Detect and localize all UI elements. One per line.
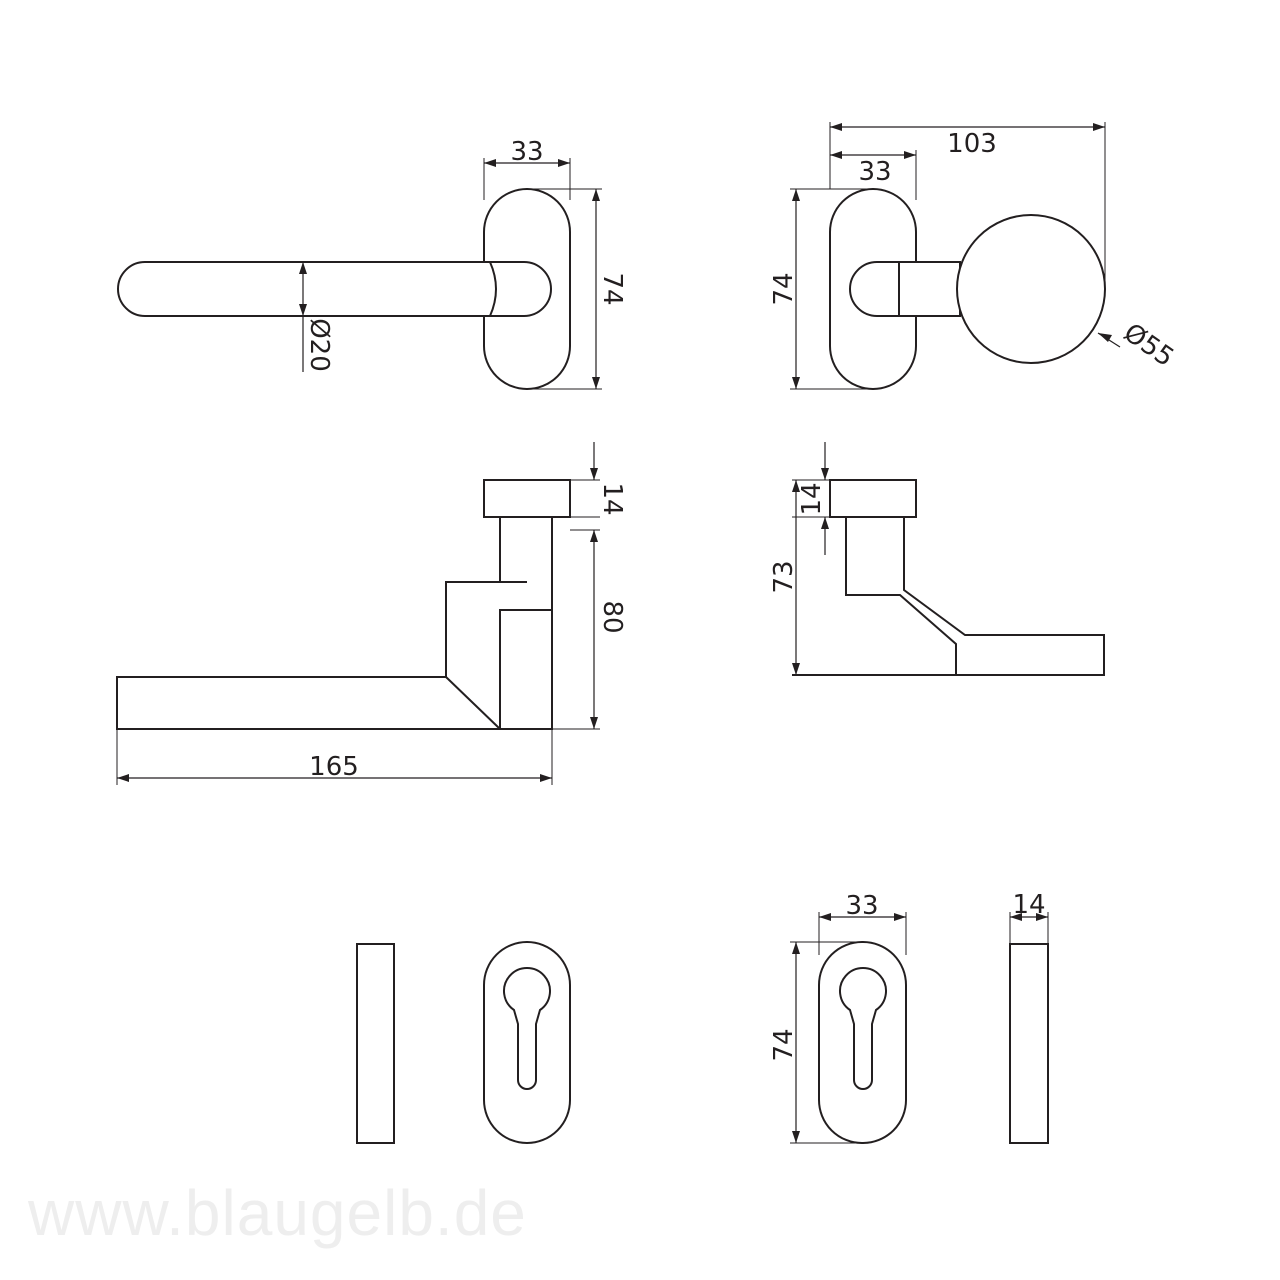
knob-rose-width-label: 33 xyxy=(858,157,891,187)
knob-side-rose-thickness-dimension: 14 xyxy=(792,442,830,555)
escutcheon-view-right: 33 74 14 xyxy=(769,890,1049,1144)
lever-side-view: 14 80 165 xyxy=(116,442,627,785)
escutcheon-width-label: 33 xyxy=(845,891,878,921)
lever-handle-tip-curve xyxy=(489,261,497,317)
knob-front-view: 103 33 74 Ø55 xyxy=(769,122,1179,390)
lever-rose-height-label: 74 xyxy=(597,272,627,305)
watermark: www.blaugelb.de xyxy=(27,1177,527,1249)
knob-side-rose-thickness-label: 14 xyxy=(797,482,827,515)
lever-side-rose xyxy=(483,479,571,518)
lever-handle-outline xyxy=(117,261,552,317)
escutcheon-height-label: 74 xyxy=(769,1028,799,1061)
lever-side-length-label: 165 xyxy=(309,752,359,782)
knob-side-stem xyxy=(792,517,1105,676)
knob-side-view: 14 73 xyxy=(769,442,1105,676)
lever-diameter-label: Ø20 xyxy=(304,318,334,372)
knob-rose-width-dimension: 33 xyxy=(830,150,917,200)
escutcheon-thickness-dimension: 14 xyxy=(1009,890,1049,944)
lever-front-view: 33 74 Ø20 xyxy=(117,137,627,390)
lever-side-neck xyxy=(116,517,553,730)
escutcheon-thickness-label: 14 xyxy=(1012,890,1045,920)
escutcheon-width-dimension: 33 xyxy=(818,891,907,955)
lever-side-height-label: 80 xyxy=(597,600,627,633)
knob-side-height-label: 73 xyxy=(769,560,799,593)
escutcheon-height-dimension: 74 xyxy=(769,941,862,1144)
lever-rose-width-dimension: 33 xyxy=(483,137,571,200)
knob-side-body xyxy=(845,517,957,675)
knob-neck-outline xyxy=(849,261,961,317)
lever-side-rose-thickness-label: 14 xyxy=(597,482,627,515)
lever-diameter-dimension: Ø20 xyxy=(299,262,334,372)
knob-total-width-label: 103 xyxy=(947,129,997,159)
cylinder-keyhole xyxy=(503,967,551,1090)
knob-side-rose xyxy=(829,479,917,518)
cylinder-keyhole-dimensioned xyxy=(839,967,887,1090)
knob-diameter-label: Ø55 xyxy=(1118,318,1179,373)
knob-rose-height-dimension: 74 xyxy=(769,188,873,390)
lever-side-rose-thickness-dimension: 14 xyxy=(570,442,627,518)
escutcheon-side-profile xyxy=(356,943,395,1144)
knob-circle xyxy=(956,214,1106,364)
escutcheon-side-profile-dimensioned xyxy=(1009,943,1049,1144)
lever-rose-height-dimension: 74 xyxy=(527,188,627,390)
knob-diameter-dimension: Ø55 xyxy=(1097,318,1179,373)
lever-side-height-dimension: 80 xyxy=(552,529,627,730)
knob-rose-height-label: 74 xyxy=(769,272,799,305)
escutcheon-view-left xyxy=(356,941,571,1144)
knob-side-height-dimension: 73 xyxy=(769,480,800,675)
lever-side-length-dimension: 165 xyxy=(116,729,553,785)
lever-rose-width-label: 33 xyxy=(510,137,543,167)
